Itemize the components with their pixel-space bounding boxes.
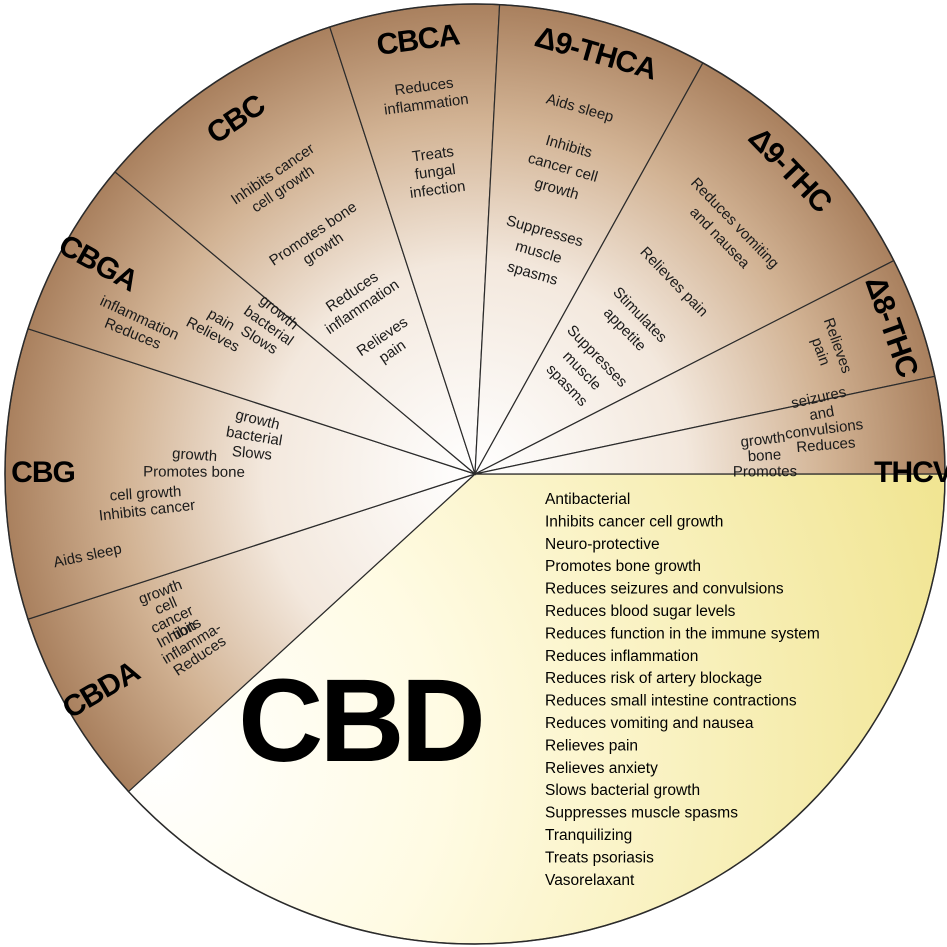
effect-item: Suppresses muscle spasms: [545, 805, 738, 822]
sector-title-cbg: CBG: [11, 456, 75, 489]
effect-item: Relieves anxiety: [545, 760, 658, 777]
effect-cbg: Promotes bone: [143, 463, 245, 480]
effect-item: Slows bacterial growth: [545, 782, 700, 799]
effect-cbca: fungal: [414, 161, 457, 183]
effect-thcv: Promotes: [733, 463, 797, 480]
effect-item: Vasorelaxant: [545, 872, 635, 889]
effect-item: Reduces seizures and convulsions: [545, 581, 784, 598]
effect-item: Relieves pain: [545, 737, 638, 754]
sector-title-cbd: CBD: [238, 655, 482, 787]
effect-item: Reduces blood sugar levels: [545, 603, 736, 620]
effect-cbg: Slows: [231, 443, 272, 464]
effect-cbca: Treats: [411, 143, 455, 165]
effect-item: Reduces risk of artery blockage: [545, 670, 762, 687]
sector-title-thcv: THCV: [874, 456, 947, 489]
effect-item: Promotes bone growth: [545, 558, 701, 575]
effect-item: Inhibits cancer cell growth: [545, 513, 723, 530]
effect-item: Treats psoriasis: [545, 849, 654, 866]
effect-thcv: Reduces: [796, 434, 856, 456]
wheel-outline: [4, 3, 946, 945]
effect-item: Tranquilizing: [545, 827, 632, 844]
effect-thcv: bone: [747, 446, 781, 465]
effect-thcv: growth: [740, 429, 787, 451]
effect-item: Reduces small intestine contractions: [545, 693, 797, 710]
effect-item: Reduces vomiting and nausea: [545, 715, 754, 732]
effect-item: Antibacterial: [545, 491, 630, 508]
effect-item: Neuro-protective: [545, 536, 660, 553]
effect-item: Reduces function in the immune system: [545, 625, 820, 642]
effect-cbg: cell growth: [109, 483, 182, 504]
effect-item: Reduces inflammation: [545, 648, 698, 665]
effect-cbg: growth: [172, 445, 218, 465]
effect-thcv: and: [808, 403, 836, 424]
